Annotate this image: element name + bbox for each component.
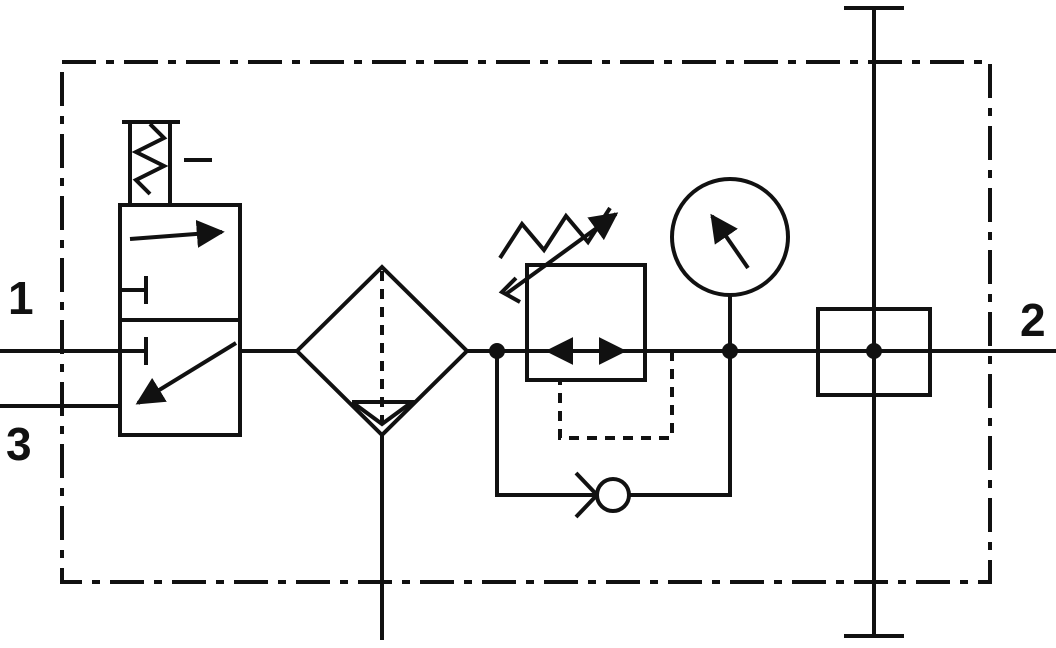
- junction-dot-block: [866, 343, 882, 359]
- valve-spring-zigzag: [131, 122, 169, 196]
- regulator-adjust-arrow: [504, 212, 619, 296]
- check-valve-seat-lower: [574, 493, 599, 519]
- port-3-label: 3: [6, 418, 32, 470]
- junction-dot-upstream: [489, 343, 505, 359]
- branch-block-symbol: [730, 6, 1056, 638]
- filter-separator-triangle: [350, 400, 419, 427]
- regulator-spring-zigzag: [498, 206, 612, 260]
- port-1-label: 1: [8, 272, 34, 324]
- gauge-dial: [670, 177, 790, 297]
- regulator-adjust-chevron: [498, 276, 521, 304]
- check-valve-ball: [595, 477, 631, 513]
- shutoff-valve-symbol: [118, 120, 242, 437]
- bypass-check-valve-symbol: [495, 351, 732, 519]
- junction-dot-gauge: [722, 343, 738, 359]
- enclosure-border: [60, 60, 992, 584]
- gauge-symbol: [670, 177, 790, 351]
- regulator-symbol: [498, 206, 674, 440]
- regulator-pilot-dashed-line: [558, 351, 674, 440]
- valve-exhaust-arrow: [135, 341, 238, 405]
- port-2-label: 2: [1020, 294, 1046, 346]
- filter-symbol: [294, 264, 470, 640]
- regulator-body: [525, 263, 647, 382]
- gauge-needle: [710, 213, 750, 270]
- check-valve-seat-upper: [574, 471, 599, 497]
- valve-flow-arrow: [129, 219, 225, 248]
